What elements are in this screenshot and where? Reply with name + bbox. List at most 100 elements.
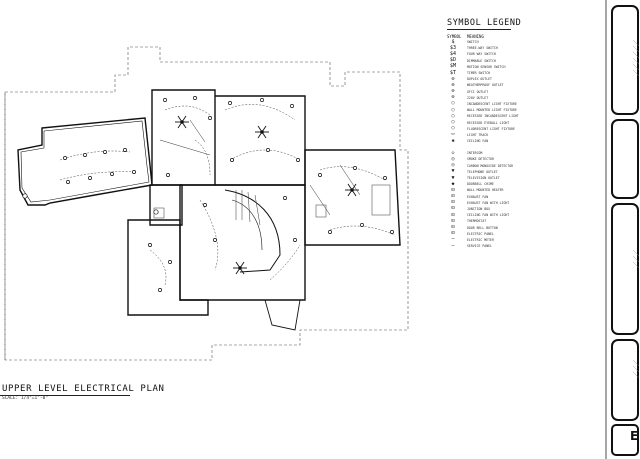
legend-item-label: CEILING FAN (467, 139, 489, 144)
legend-symbol-icon: ◆ (451, 180, 455, 187)
legend-item-label: TELEPHONE OUTLET (467, 169, 498, 174)
legend-item-label: JUNCTION BOX (467, 206, 491, 211)
legend-col-symbol: SYMBOL (447, 34, 462, 39)
legend-item-label: EXHAUST FAN WITH LIGHT (467, 200, 510, 205)
legend-symbol-icon: ⊡ (451, 211, 455, 218)
legend-item: $M MOTION SENSOR SWITCH (447, 64, 597, 70)
legend-symbol-icon: $D (449, 57, 457, 64)
plan-scale: SCALE: 1/4"=1'-0" (2, 396, 49, 401)
legend-symbol-icon: ▼ (451, 174, 455, 181)
legend-symbol-icon: ⊖ (451, 81, 455, 88)
legend-item: ⊡ JUNCTION BOX (447, 206, 597, 212)
lower-level-outline (4, 46, 409, 361)
legend-item: ◇ INTERCOM (447, 150, 597, 156)
legend-symbol-icon: $3 (449, 44, 457, 51)
legend-item-label: LIGHT TRACK (467, 132, 489, 137)
legend-item: ⊖ GFCI OUTLET (447, 89, 597, 95)
plan-title: UPPER LEVEL ELECTRICAL PLAN (2, 384, 165, 394)
legend-title: SYMBOL LEGEND (447, 18, 522, 28)
legend-item-label: 220V OUTLET (467, 95, 489, 100)
legend-item: ◆ DOORBELL CHIME (447, 181, 597, 187)
legend-symbol-icon: ◇ (451, 149, 455, 156)
legend-item-label: THREE-WAY SWITCH (467, 46, 498, 51)
legend-symbol-icon: ⊖ (451, 94, 455, 101)
sheet-letter: E (630, 429, 639, 443)
legend-item: ✱ CEILING FAN (447, 138, 597, 144)
legend-item: ⊡ THERMOSTAT (447, 218, 597, 224)
legend-item: $4 FOUR WAY SWITCH (447, 51, 597, 57)
legend-item-label: TIMER SWITCH (467, 71, 491, 76)
legend-symbol-icon: ◎ (451, 155, 455, 162)
legend-item-label: SMOKE DETECTOR (467, 157, 494, 162)
legend-item-label: DUPLEX OUTLET (467, 77, 492, 82)
legend-item: ⊖ DUPLEX OUTLET (447, 76, 597, 82)
legend-item: ◎CARBON MONOXIDE DETECTOR (447, 163, 597, 169)
legend-item: $ SWITCH (447, 39, 597, 45)
legend-item: —SERVICE PANEL (447, 243, 597, 249)
legend-symbol-icon: ▭ (451, 131, 455, 138)
legend-symbol-icon: — (451, 236, 455, 243)
legend-item-label: DIMMABLE SWITCH (467, 58, 496, 63)
legend-item-label: ELECTRIC PANEL (467, 231, 494, 236)
legend-list-bottom: ◇ INTERCOM ◎ SMOKE DETECTOR◎CARBON MONOXIDE… (447, 150, 597, 249)
legend-symbol-icon: ⊡ (451, 217, 455, 224)
legend-list-top: $ SWITCH $3 THREE-WAY SWITCH $4 FOUR WAY SWIT… (447, 39, 597, 144)
legend-symbol-icon: $M (449, 63, 457, 70)
upper-level-walls (17, 89, 401, 331)
legend-item: ⊡ ELECTRIC PANEL (447, 231, 597, 237)
legend-item: ⊡EXHAUST FAN (447, 194, 597, 200)
legend-symbol-icon: ○ (451, 119, 455, 126)
legend-symbol-icon: $4 (449, 50, 457, 57)
legend-item: ▼ TELEVISION OUTLET (447, 175, 597, 181)
legend-item-label: GFCI OUTLET (467, 89, 489, 94)
legend-item: $T TIMER SWITCH (447, 70, 597, 76)
legend-symbol-icon: ○ (451, 100, 455, 107)
legend-item: ○FLUORESCENT LIGHT FIXTURE (447, 126, 597, 132)
legend-item-label: FLUORESCENT LIGHT FIXTURE (467, 126, 515, 131)
legend-item: ○ RECESSED EYEBALL LIGHT (447, 119, 597, 125)
legend-item: $3 THREE-WAY SWITCH (447, 45, 597, 51)
legend-item: ⊡ CEILING FAN WITH LIGHT (447, 212, 597, 218)
legend-item-label: MOTION SENSOR SWITCH (467, 64, 506, 69)
legend-symbol-icon: ✱ (451, 137, 455, 144)
legend-symbol-icon: ⊡ (451, 224, 455, 231)
legend-item-label: WEATHERPROOF OUTLET (467, 83, 504, 88)
legend-item-label: DOOR BELL BUTTON (467, 225, 498, 230)
legend-item: —ELECTRIC METER (447, 237, 597, 243)
legend-item-label: FOUR WAY SWITCH (467, 52, 496, 57)
legend-item-label: SERVICE PANEL (467, 244, 492, 249)
legend-item-label: SWITCH (467, 40, 479, 45)
legend-item-label: CEILING FAN WITH LIGHT (467, 213, 510, 218)
legend-item: ⊡ DOOR BELL BUTTON (447, 224, 597, 230)
legend-col-meaning: MEANING (467, 34, 484, 39)
legend-item: ▼TELEPHONE OUTLET (447, 169, 597, 175)
legend-item: ○ WALL MOUNTED LIGHT FIXTURE (447, 107, 597, 113)
legend-item-label: WALL MOUNTED LIGHT FIXTURE (467, 108, 517, 113)
legend-item: ▭ LIGHT TRACK (447, 132, 597, 138)
legend-item-label: RECESSED EYEBALL LIGHT (467, 120, 510, 125)
legend-item-label: DOORBELL CHIME (467, 182, 494, 187)
legend-item-label: THERMOSTAT (467, 219, 487, 224)
plan-title-underline (0, 395, 130, 396)
legend-item: ⊡EXHAUST FAN WITH LIGHT (447, 200, 597, 206)
legend-item: ○INCANDESCENT LIGHT FIXTURE (447, 101, 597, 107)
title-block-frame (611, 5, 639, 456)
legend-symbol-icon: ○ (451, 106, 455, 113)
legend-symbol-icon: ⊡ (451, 186, 455, 193)
legend-symbol-icon: ⊖ (451, 75, 455, 82)
legend-symbol-icon: $T (449, 69, 457, 76)
legend-item-label: TELEVISION OUTLET (467, 176, 500, 181)
legend-symbol-icon: ⊡ (451, 205, 455, 212)
title-block-hatch (632, 39, 640, 379)
legend-symbol-icon: ⊡ (451, 230, 455, 237)
legend-header: SYMBOL MEANING (447, 34, 597, 39)
legend-item-label: INTERCOM (467, 151, 483, 156)
circuit-runs (59, 104, 396, 286)
legend-symbol-icon: ◎ (451, 162, 455, 169)
legend-item-label: RECESSED INCANDESCENT LIGHT (467, 114, 519, 119)
legend-symbol-icon: $ (451, 38, 455, 45)
legend-symbol-icon: ⊖ (451, 88, 455, 95)
legend-item: ◎ SMOKE DETECTOR (447, 156, 597, 162)
